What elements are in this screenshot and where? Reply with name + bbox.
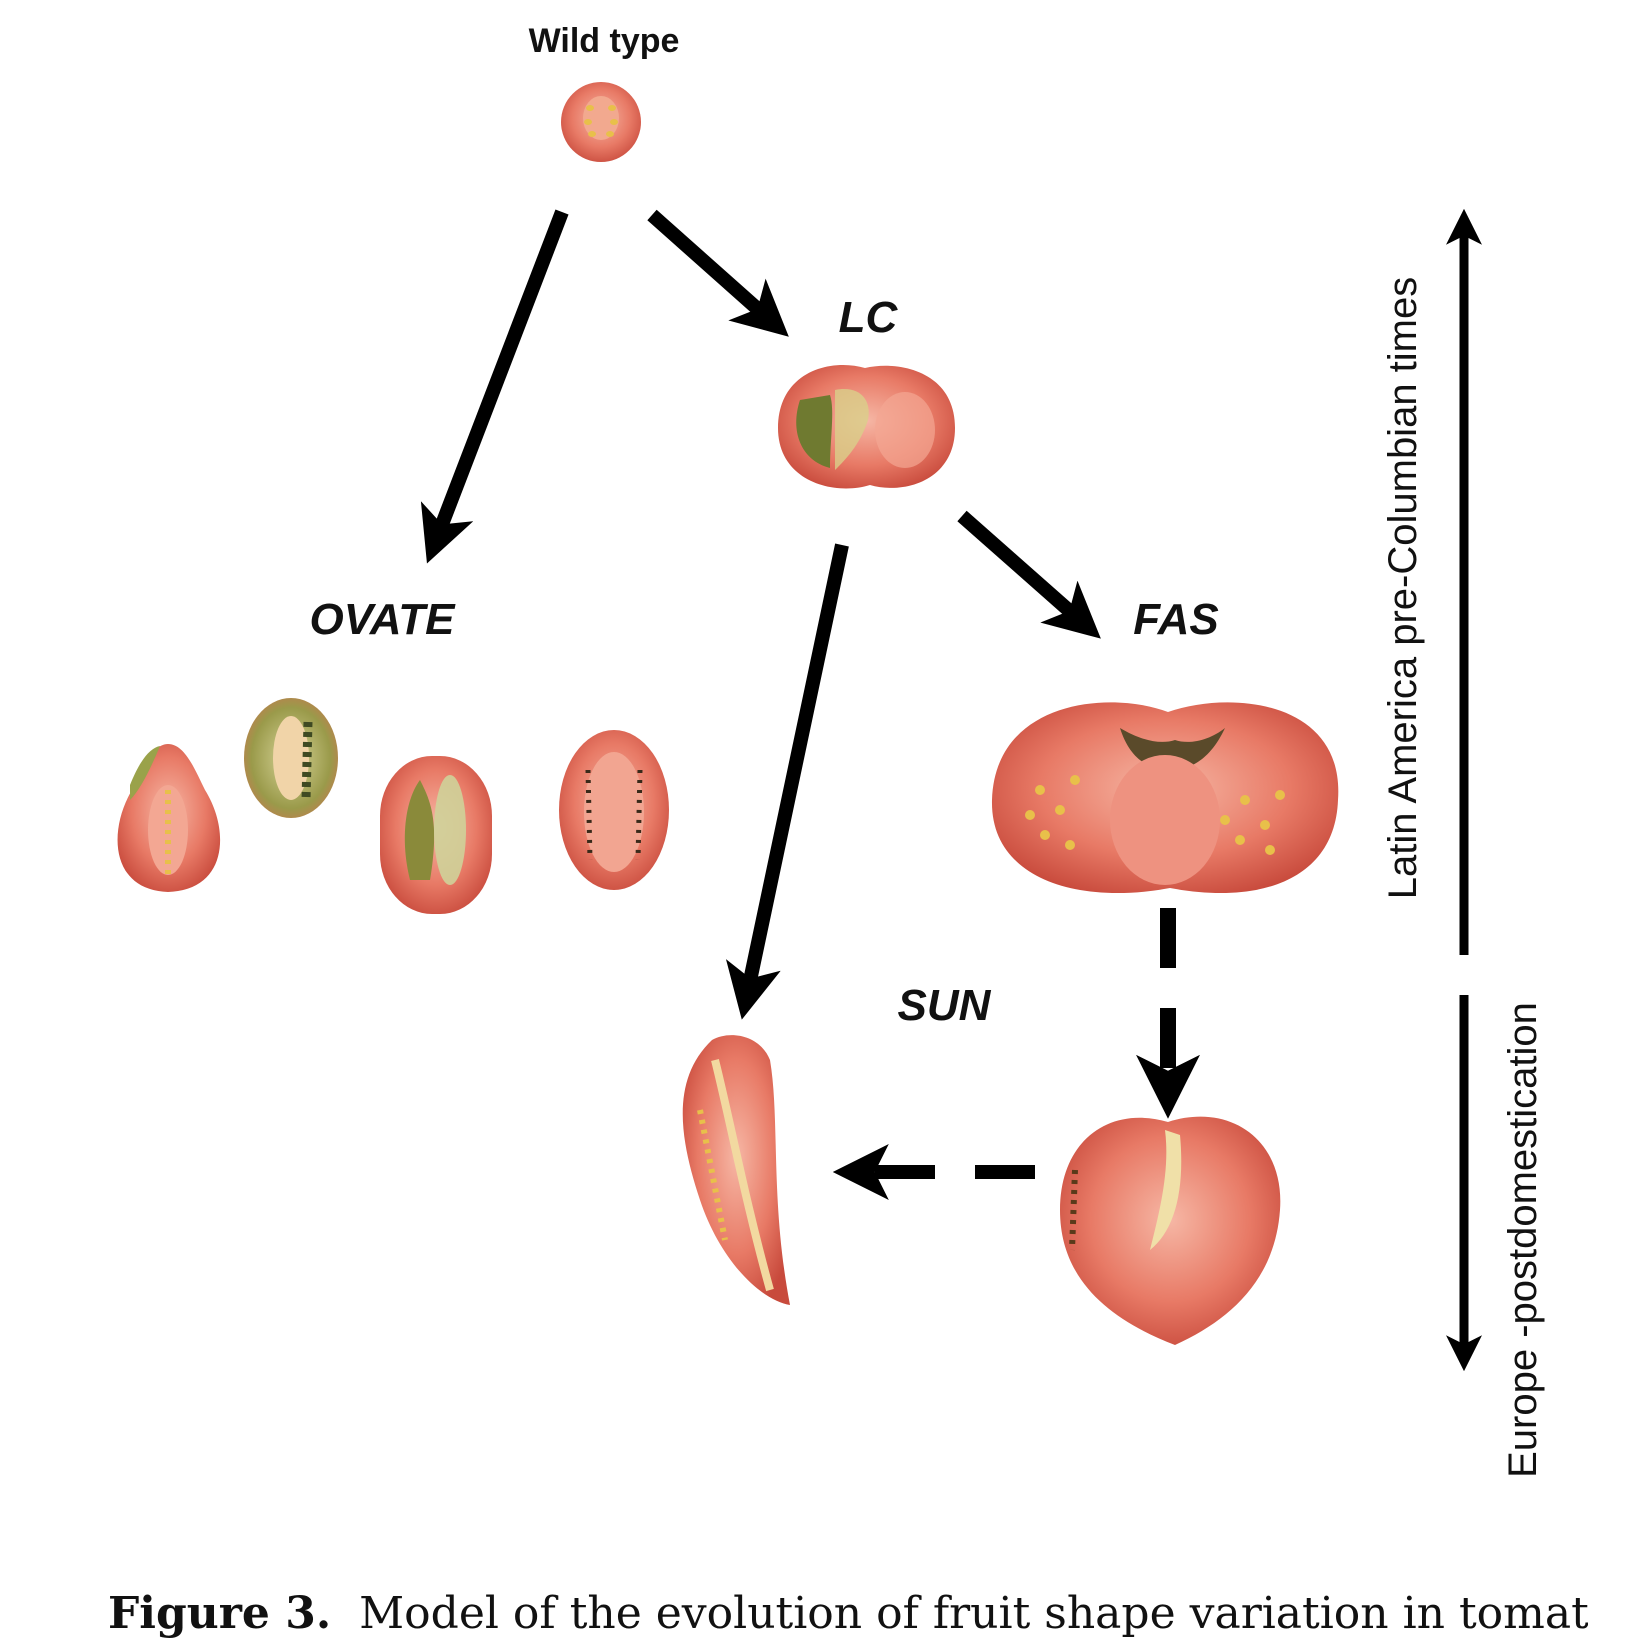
- ovate-tomato-3: [380, 756, 492, 914]
- arrow-lc-to-sun: [725, 543, 849, 1020]
- ovate-label: OVATE: [309, 595, 456, 644]
- lc-tomato: [778, 365, 955, 489]
- ovate-tomato-4: [559, 730, 669, 890]
- arrow-wildtype-to-ovate: [420, 209, 569, 564]
- timeline-lower-label: Europe -postdomestication: [1501, 1002, 1545, 1478]
- ovate-tomato-1: [117, 744, 221, 892]
- timeline-upper-label: Latin America pre-Columbian times: [1381, 277, 1425, 899]
- fas-label: FAS: [1133, 595, 1219, 644]
- sun-elongated-tomato: [682, 1035, 790, 1305]
- figure-number: Figure 3.: [108, 1588, 332, 1639]
- caption-text: Model of the evolution of fruit shape va…: [359, 1588, 1588, 1639]
- wild-type-tomato: [561, 82, 641, 162]
- heart-shaped-tomato: [1060, 1116, 1281, 1345]
- sun-label: SUN: [898, 981, 992, 1030]
- ovate-tomato-2: [244, 698, 338, 818]
- lc-label: LC: [839, 293, 899, 342]
- figure-caption: Figure 3. Model of the evolution of frui…: [108, 1585, 1588, 1642]
- arrow-lc-to-fas: [957, 510, 1101, 639]
- arrow-wildtype-to-lc: [647, 209, 789, 337]
- wild-type-label: Wild type: [529, 22, 680, 60]
- fas-tomato: [991, 702, 1339, 894]
